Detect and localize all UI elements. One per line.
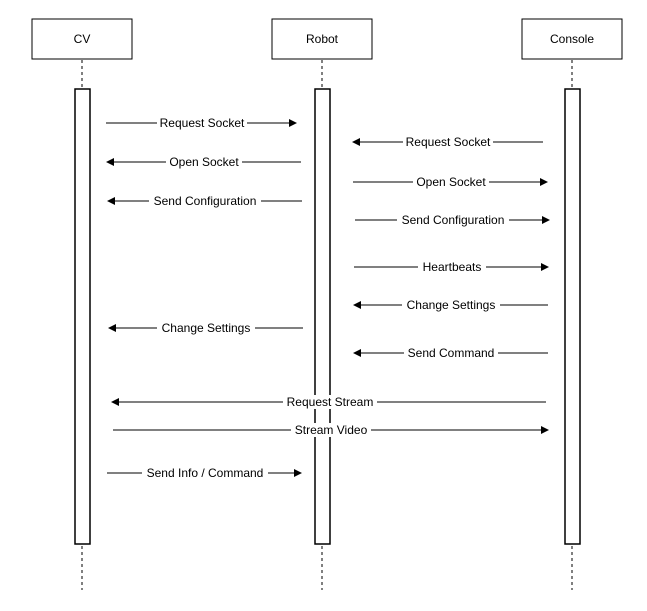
message-label: Request Socket [160, 116, 245, 130]
message-request-socket-cv-to-robot: Request Socket [106, 116, 297, 130]
message-change-settings-robot-to-cv: Change Settings [108, 321, 303, 335]
message-heartbeats-robot-to-console: Heartbeats [354, 260, 549, 274]
robot-activation-bar [314, 88, 331, 545]
message-send-configuration-robot-to-console: Send Configuration [355, 213, 550, 227]
message-label: Request Socket [406, 135, 491, 149]
message-request-stream-console-to-cv: Request Stream [111, 395, 546, 409]
message-label: Send Info / Command [147, 466, 264, 480]
actor-robot-label: Robot [306, 32, 339, 46]
message-label: Send Configuration [402, 213, 505, 227]
message-request-socket-console-to-robot: Request Socket [352, 135, 543, 149]
message-label: Change Settings [407, 298, 496, 312]
message-label: Stream Video [295, 423, 368, 437]
actor-console: Console [521, 18, 623, 60]
actor-console-label: Console [550, 32, 594, 46]
actor-cv: CV [31, 18, 133, 60]
message-label: Change Settings [162, 321, 251, 335]
message-send-configuration-robot-to-cv: Send Configuration [107, 194, 302, 208]
actor-robot: Robot [271, 18, 373, 60]
message-send-command-console-to-robot: Send Command [353, 346, 548, 360]
message-send-info-command-cv-to-robot: Send Info / Command [107, 466, 302, 480]
message-open-socket-robot-to-cv: Open Socket [106, 155, 301, 169]
message-label: Send Command [408, 346, 495, 360]
message-label: Send Configuration [154, 194, 257, 208]
cv-activation-bar [74, 88, 91, 545]
message-label: Request Stream [287, 395, 374, 409]
message-open-socket-robot-to-console: Open Socket [353, 175, 548, 189]
message-label: Open Socket [416, 175, 486, 189]
actor-cv-label: CV [74, 32, 91, 46]
message-stream-video-cv-to-console: Stream Video [113, 423, 549, 437]
message-change-settings-console-to-robot: Change Settings [353, 298, 548, 312]
message-label: Open Socket [169, 155, 239, 169]
message-label: Heartbeats [423, 260, 482, 274]
console-activation-bar [564, 88, 581, 545]
